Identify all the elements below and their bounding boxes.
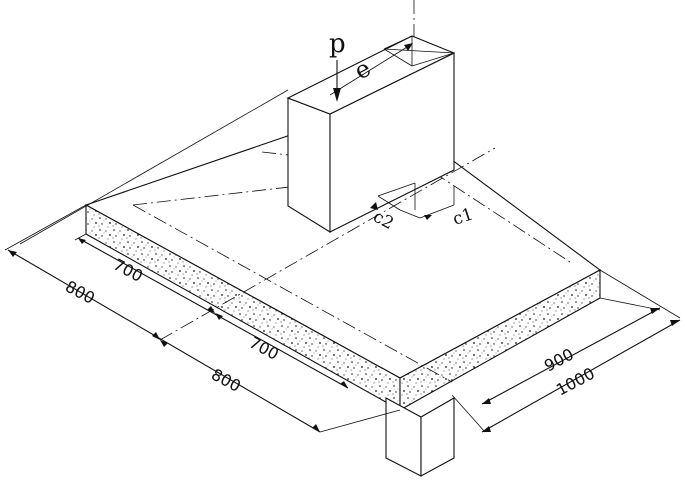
left-dimension-lines <box>4 89 401 433</box>
load-label: p <box>329 29 346 59</box>
footing-slab <box>84 104 602 411</box>
right-dimension-lines <box>451 269 681 433</box>
pedestal <box>385 397 455 477</box>
dim-left-outer-2: 800 <box>208 365 244 396</box>
eccentricity-dimension <box>329 43 413 96</box>
column <box>286 35 456 233</box>
dim-right-inner: 900 <box>541 344 577 375</box>
dim-left-outer-1: 800 <box>62 277 98 308</box>
pedestal-right-face <box>420 397 455 477</box>
pedestal-left-face <box>385 397 422 477</box>
c-dimensions <box>370 182 455 220</box>
